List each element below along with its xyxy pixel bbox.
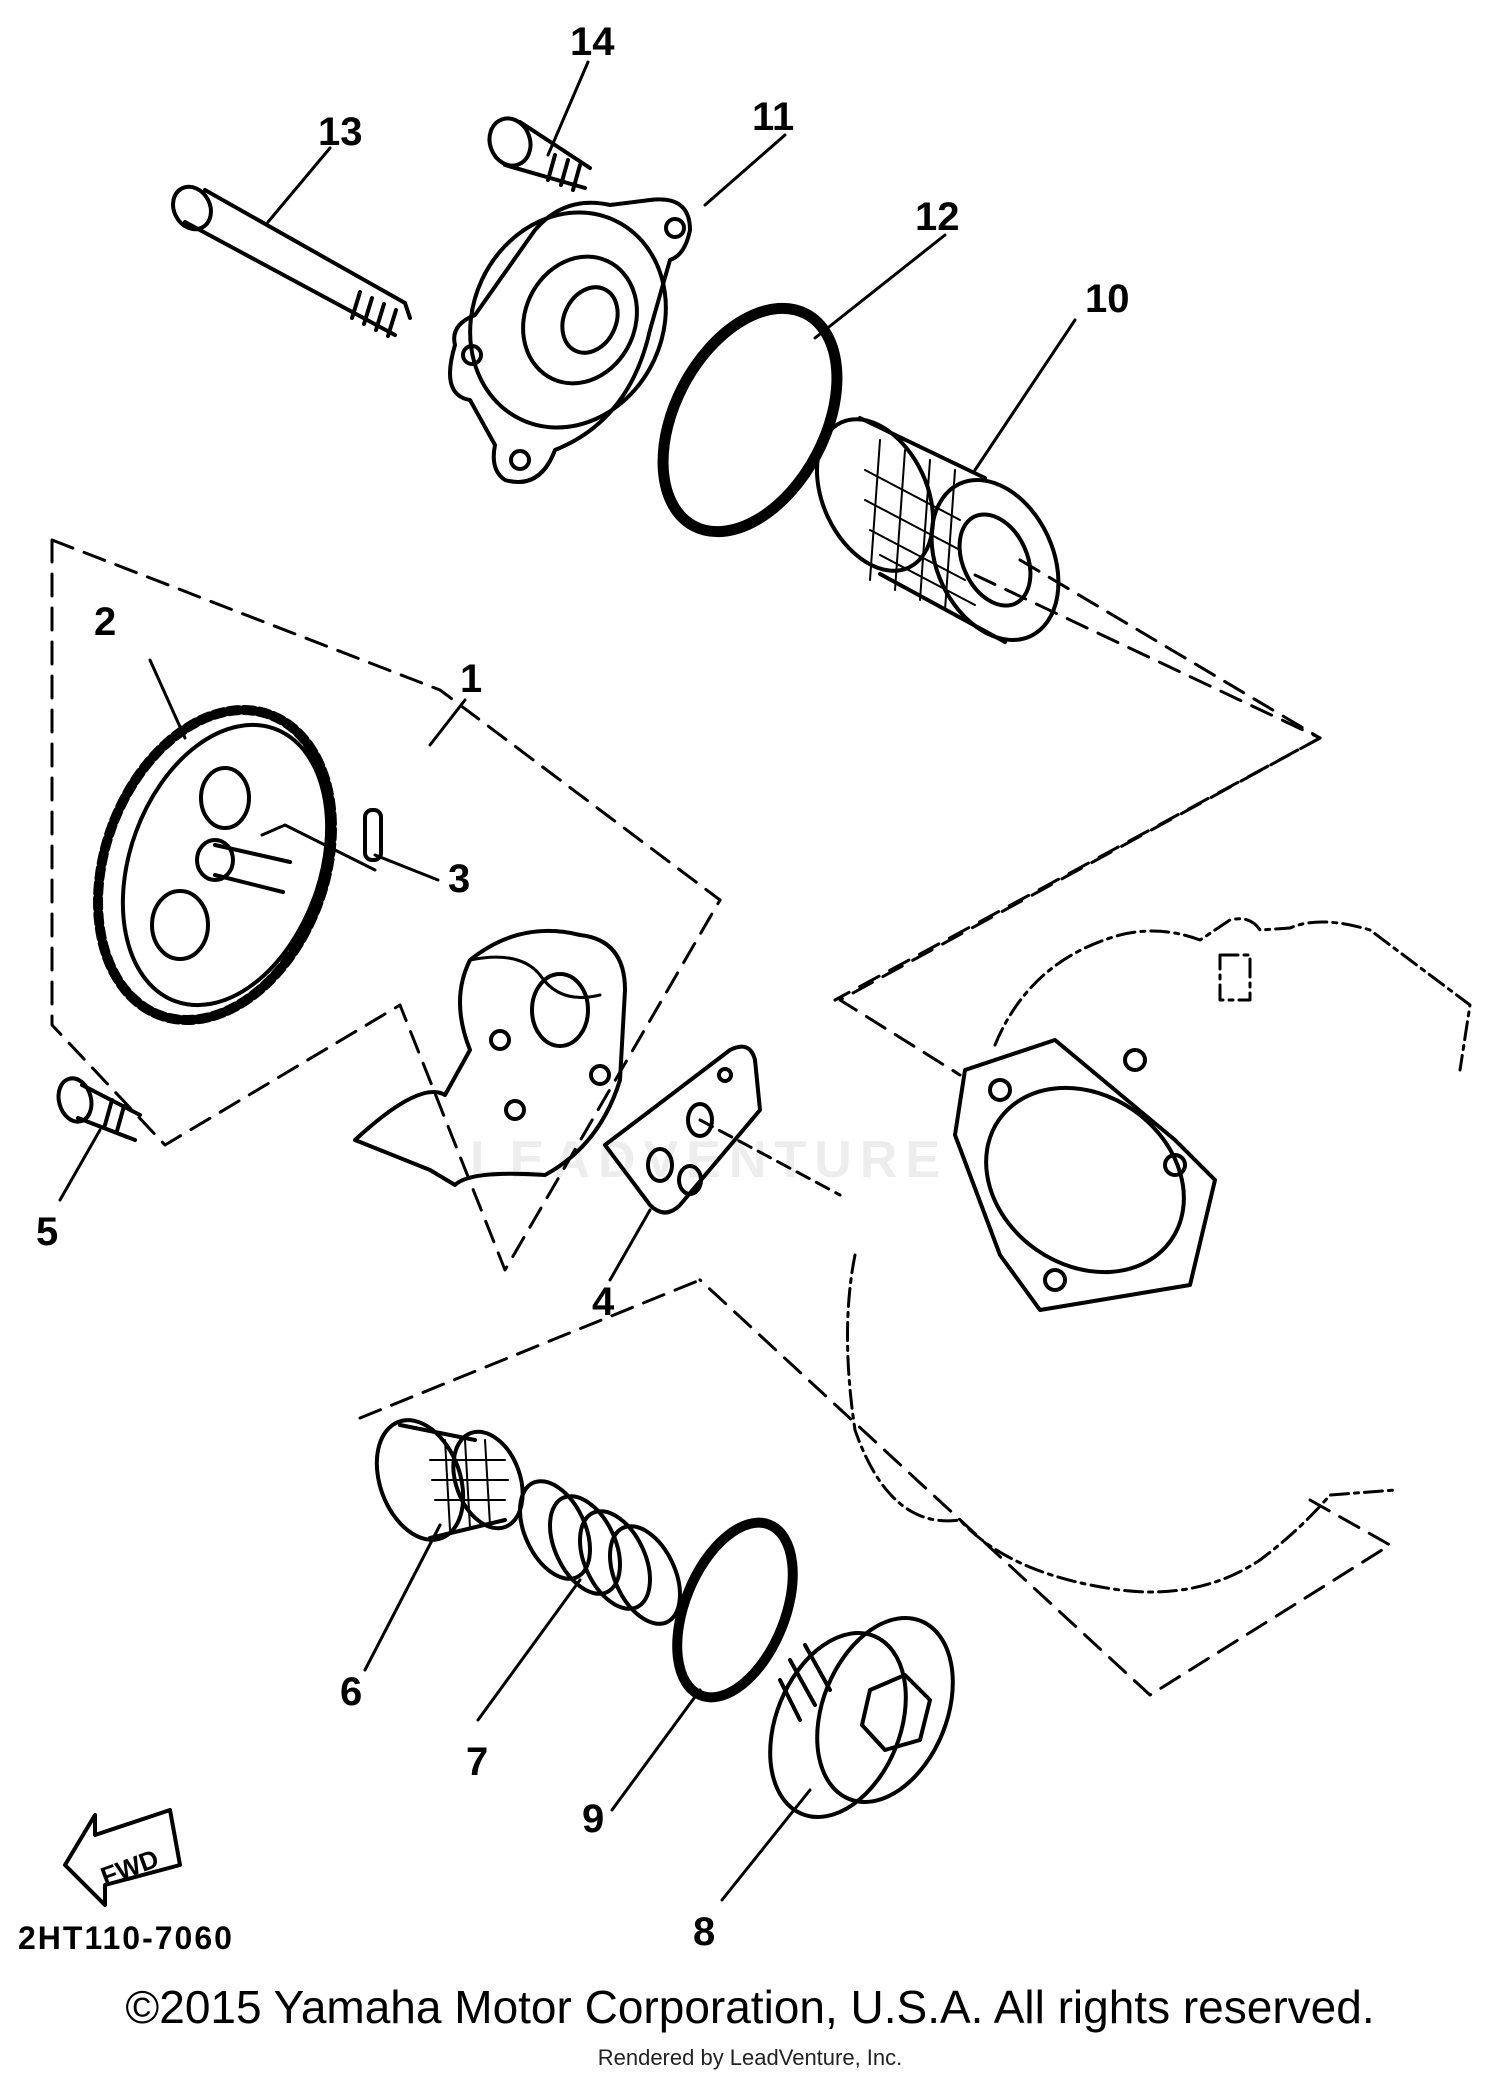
drawing-code: 2HT110-7060 [18, 1920, 234, 1956]
crankcase-outline [846, 917, 1472, 1594]
copyright-notice: ©2015 Yamaha Motor Corporation, U.S.A. A… [125, 1981, 1375, 2033]
leader-lines [58, 60, 1077, 1902]
drain-plug-part-8 [768, 1616, 955, 1819]
callout-12: 12 [915, 195, 960, 239]
callout-4: 4 [592, 1280, 615, 1324]
rendered-by-notice: Rendered by LeadVenture, Inc. [597, 2045, 903, 2070]
callout-2: 2 [94, 600, 116, 644]
long-bolt-part-13 [171, 184, 412, 338]
dowel-pin-part-3 [260, 808, 383, 872]
watermark: LEADVENTURE [470, 1131, 949, 1189]
callout-9: 9 [582, 1797, 604, 1841]
callout-14: 14 [570, 20, 615, 64]
callout-numbers: 1 2 3 4 5 6 7 8 9 10 11 12 13 14 [36, 20, 1130, 1954]
o-ring-part-12 [657, 302, 843, 538]
o-ring-part-9 [672, 1517, 798, 1703]
drive-gear-part-2 [93, 705, 337, 1025]
callout-1: 1 [460, 657, 482, 701]
callout-5: 5 [36, 1210, 58, 1254]
callout-10: 10 [1085, 277, 1130, 321]
fwd-arrow-icon [63, 1808, 182, 1907]
fwd-label: FWD [97, 1843, 163, 1891]
short-bolt-part-14 [487, 116, 592, 192]
pump-assembly-boundary [50, 538, 1392, 1697]
filter-cover-part-11 [448, 197, 692, 484]
callout-8: 8 [693, 1910, 715, 1954]
callout-13: 13 [318, 110, 363, 154]
callout-6: 6 [340, 1670, 362, 1714]
spring-part-7 [518, 1479, 682, 1626]
screw-part-5 [56, 1076, 142, 1142]
callout-7: 7 [466, 1740, 488, 1784]
cylinder-gasket [953, 1038, 1217, 1312]
callout-11: 11 [752, 95, 794, 139]
strainer-part-6 [374, 1418, 525, 1542]
callout-3: 3 [448, 857, 470, 901]
oil-pump-body [353, 928, 627, 1187]
gasket-plate-part-4 [603, 1044, 842, 1215]
oil-filter-part-10 [814, 416, 1061, 644]
